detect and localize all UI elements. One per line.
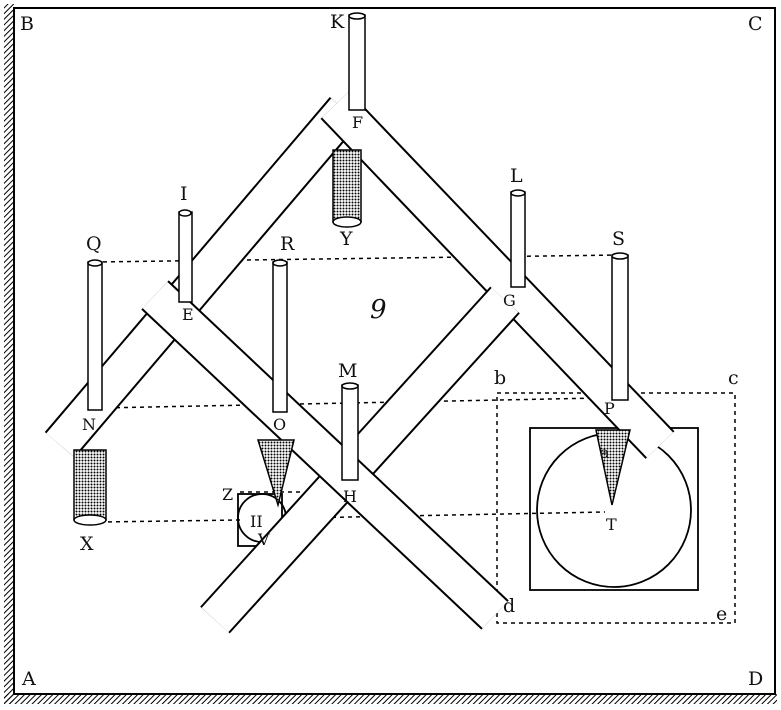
label-Q: Q <box>86 233 102 255</box>
label-R: R <box>280 233 295 255</box>
label-II: II <box>250 512 263 531</box>
labels: B C A D K F Y I L Q R S E G 9 M N O P a … <box>20 11 763 690</box>
label-c: c <box>728 367 739 389</box>
label-e: e <box>716 603 727 625</box>
label-S: S <box>612 228 625 250</box>
label-N: N <box>82 415 96 434</box>
label-P: P <box>604 399 615 418</box>
center-number: 9 <box>370 295 387 325</box>
label-D: D <box>748 668 763 690</box>
label-b: b <box>494 367 506 389</box>
label-M: M <box>338 360 357 382</box>
label-Y: Y <box>339 228 353 250</box>
label-H: H <box>343 487 357 506</box>
label-X: X <box>80 533 94 555</box>
label-V: V <box>257 530 270 549</box>
label-a: a <box>600 443 610 462</box>
label-d: d <box>503 595 515 617</box>
label-O: O <box>273 415 286 434</box>
pantograph-bars <box>44 91 675 634</box>
label-C: C <box>748 13 763 35</box>
label-L: L <box>510 165 523 187</box>
label-B: B <box>20 13 34 35</box>
label-A: A <box>21 668 36 690</box>
label-G: G <box>503 291 516 310</box>
label-F: F <box>352 113 363 132</box>
label-I: I <box>180 183 188 205</box>
frame <box>4 4 777 704</box>
label-K: K <box>330 11 345 33</box>
pins <box>73 12 631 526</box>
label-Z: Z <box>222 485 233 504</box>
label-T: T <box>606 515 617 534</box>
label-E: E <box>182 305 194 324</box>
